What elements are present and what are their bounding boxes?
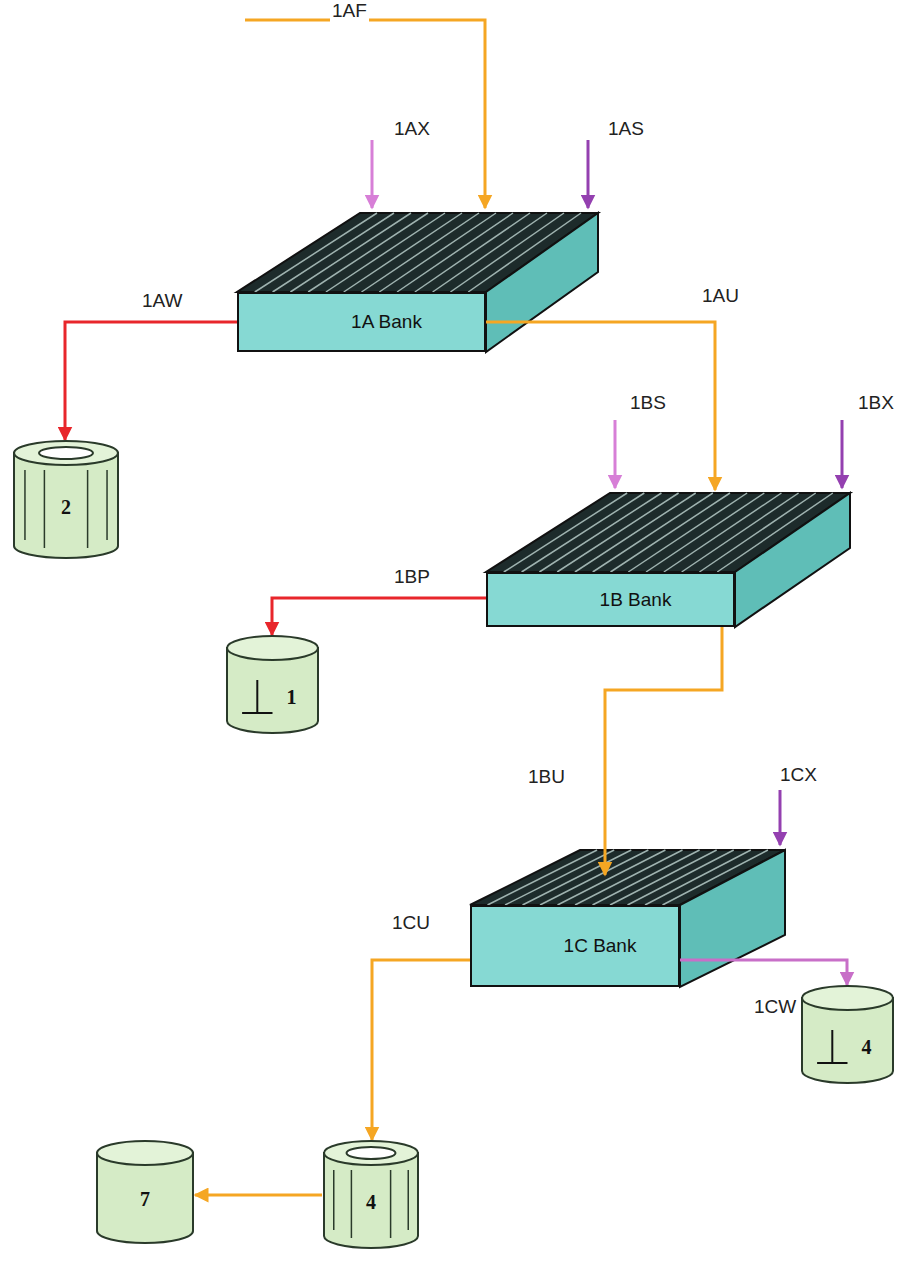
tank-symbol: 2: [12, 440, 120, 560]
stream-name: 1BX: [856, 392, 896, 414]
stream-name: 1AW: [140, 290, 184, 312]
stream-name: 1AX: [392, 118, 432, 140]
tank-symbol: 7: [95, 1140, 195, 1245]
flow-arrow: [372, 960, 470, 1140]
flow-arrow: [486, 322, 715, 490]
input-arrows: [245, 20, 842, 845]
stream-name: 1AF: [330, 0, 369, 22]
bank-slab: [470, 850, 785, 987]
tank-number: 2: [61, 496, 71, 519]
tank-number: 4: [366, 1191, 376, 1214]
bank-name: 1B Bank: [600, 589, 672, 611]
tank-outline: [225, 635, 320, 735]
stream-name: 1CX: [778, 764, 819, 786]
bank-box: 1B Bank: [486, 572, 735, 627]
flow-arrow: [195, 1194, 322, 1197]
stream-name: 1CU: [390, 912, 432, 934]
stream-name: 1CW: [752, 996, 798, 1018]
bank-name: 1C Bank: [564, 935, 637, 957]
tank-symbol: 1: [225, 635, 320, 735]
bank-slab: [237, 213, 598, 352]
flow-arrow: [65, 322, 237, 440]
stream-name: 1BU: [526, 766, 567, 788]
tank-number: 7: [140, 1188, 150, 1211]
bank-slab: [486, 493, 850, 627]
flow-arrow: [605, 627, 722, 875]
bank-name: 1A Bank: [351, 311, 422, 333]
tank-symbol: 4: [322, 1140, 420, 1250]
stream-name: 1AU: [700, 285, 741, 307]
bank-box: 1C Bank: [470, 905, 680, 987]
stream-name: 1BS: [628, 392, 668, 414]
tank-number: 4: [862, 1036, 872, 1059]
tank-outline: [800, 985, 895, 1085]
tank-number: 1: [287, 686, 297, 709]
flow-arrow: [272, 598, 486, 635]
flow-arrow: [680, 960, 847, 985]
stream-name: 1AS: [606, 118, 646, 140]
tank-symbol: 4: [800, 985, 895, 1085]
bank-box: 1A Bank: [237, 292, 486, 352]
stream-name: 1BP: [392, 566, 432, 588]
